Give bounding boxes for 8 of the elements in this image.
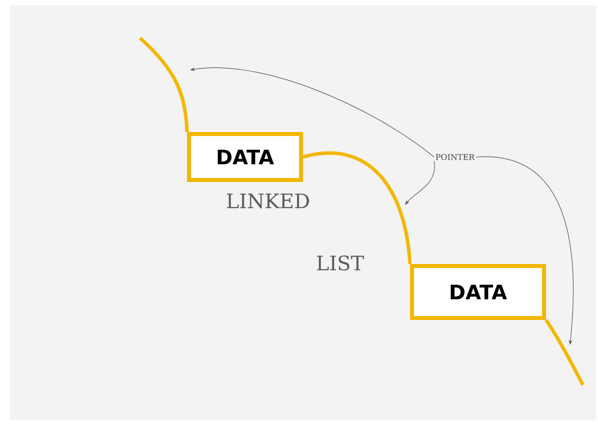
connector [302,151,412,264]
word-label: LIST [317,255,364,271]
connector [138,36,189,132]
data-box: DATA [410,264,546,320]
data-box: DATA [187,132,303,182]
connector [544,319,585,386]
pointer-arrow [405,160,435,205]
pointer-label: POINTER [436,154,475,160]
